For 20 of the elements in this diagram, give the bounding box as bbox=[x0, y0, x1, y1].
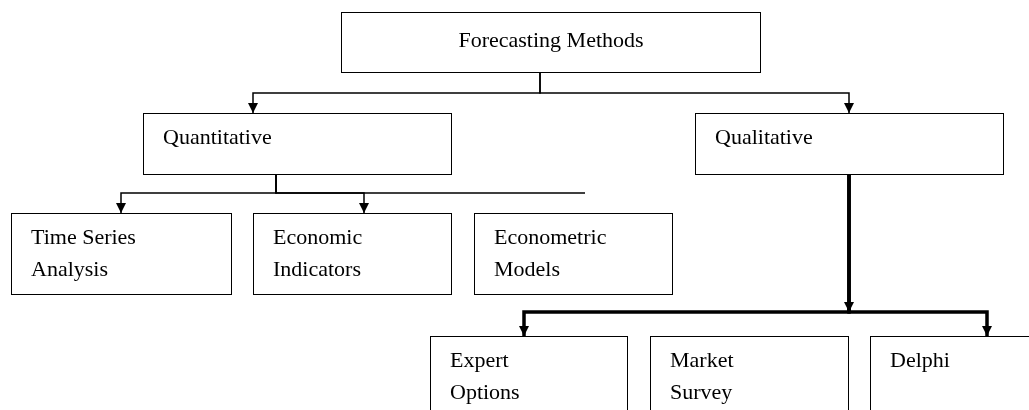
box-label: Qualitative bbox=[715, 123, 813, 151]
connector-arrow bbox=[539, 72, 854, 114]
method-box bbox=[474, 213, 673, 295]
box-label: Time Series Analysis bbox=[31, 223, 137, 283]
method-box bbox=[253, 213, 452, 295]
thick-trunk-arrow bbox=[844, 175, 854, 312]
method-box bbox=[650, 336, 849, 410]
box-label: Delphi bbox=[890, 346, 950, 374]
method-box bbox=[143, 113, 452, 175]
method-box bbox=[430, 336, 628, 410]
box-label: Forecasting Methods bbox=[458, 26, 644, 54]
connector-arrow bbox=[847, 175, 992, 336]
method-box bbox=[341, 12, 761, 73]
box-label: Market Survey bbox=[670, 346, 735, 406]
box-label: Expert Options bbox=[450, 346, 521, 406]
box-label: Quantitative bbox=[163, 123, 272, 151]
box-label: Econometric Models bbox=[494, 223, 608, 283]
method-box bbox=[695, 113, 1004, 175]
method-box bbox=[11, 213, 232, 295]
box-label: Economic Indicators bbox=[273, 223, 364, 283]
